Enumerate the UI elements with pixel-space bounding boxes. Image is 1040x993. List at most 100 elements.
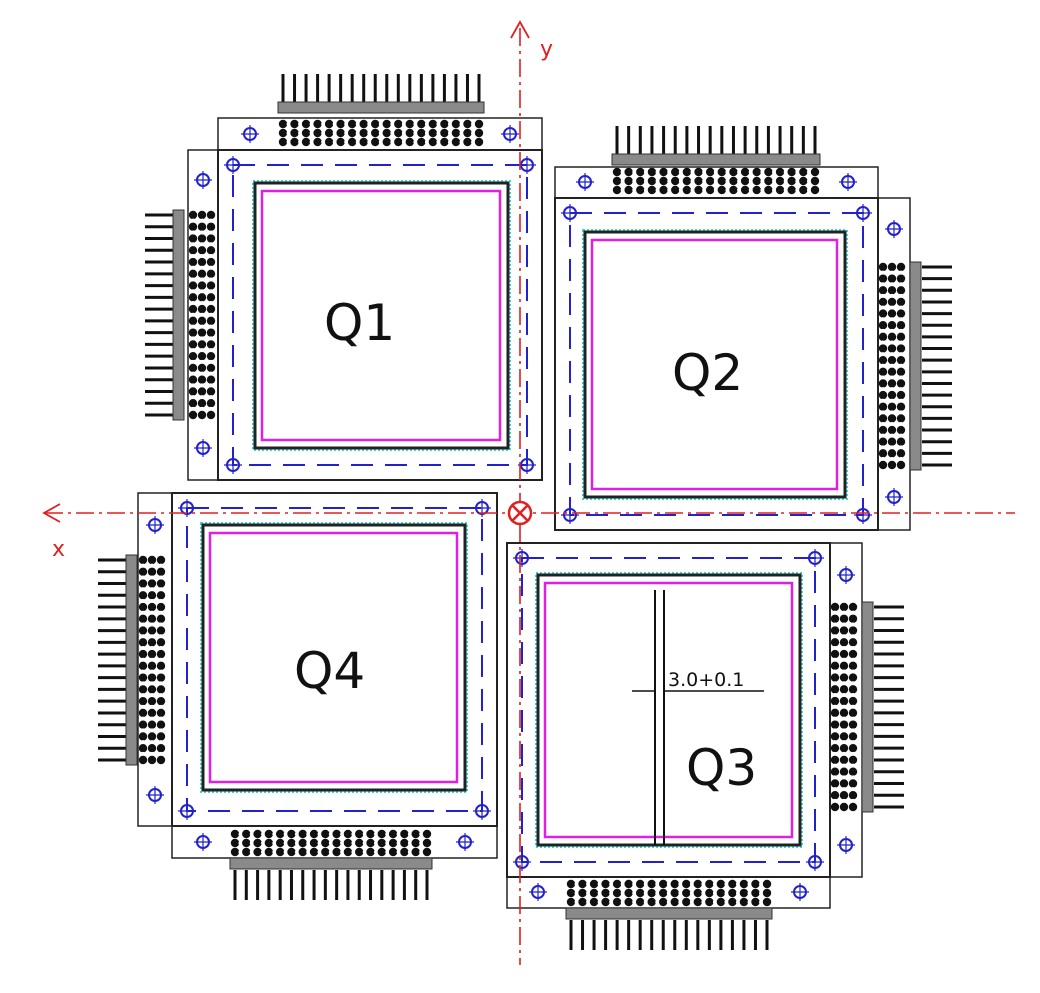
solder-dot — [841, 622, 847, 627]
solder-dot — [694, 167, 703, 177]
solder-dot — [301, 119, 311, 129]
solder-dot — [574, 890, 579, 896]
pin-header-connector — [565, 879, 773, 950]
solder-dot — [889, 433, 895, 439]
solder-dot — [199, 242, 205, 247]
solder-dot — [848, 743, 858, 753]
solder-dot — [290, 137, 299, 147]
solder-dot — [140, 716, 146, 722]
solder-dot — [643, 890, 649, 896]
solder-dot — [332, 139, 338, 145]
solder-dot — [149, 598, 155, 604]
solder-dot — [880, 445, 886, 450]
solder-dot — [751, 897, 760, 907]
solder-dot — [149, 669, 155, 674]
solder-dot — [878, 390, 888, 400]
solder-dot — [848, 708, 858, 718]
solder-dot — [324, 128, 334, 138]
solder-dot — [701, 890, 706, 896]
solder-dot — [471, 139, 476, 145]
solder-dot — [841, 681, 847, 686]
solder-dot — [848, 732, 858, 741]
solder-dot — [197, 304, 207, 314]
solder-dot — [140, 622, 146, 627]
solder-dot — [419, 831, 424, 837]
solder-dot — [436, 139, 441, 145]
solder-dot — [880, 352, 886, 357]
solder-dot — [367, 121, 372, 127]
solder-dot — [158, 563, 164, 569]
solder-dot — [740, 176, 750, 186]
solder-dot — [249, 831, 255, 837]
y-axis-arrow-icon — [510, 20, 530, 39]
solder-dot — [740, 167, 750, 177]
solder-dot — [156, 720, 166, 729]
mounting-hole-icon — [837, 566, 855, 584]
solder-dot — [199, 265, 205, 271]
solder-dot — [760, 169, 765, 175]
solder-dot — [787, 167, 796, 177]
solder-dot — [839, 732, 849, 741]
solder-dot — [624, 879, 633, 889]
solder-dot — [197, 410, 207, 420]
solder-dot — [889, 305, 895, 310]
solder-dot — [158, 669, 164, 674]
solder-dot — [839, 614, 849, 623]
solder-dot — [848, 602, 858, 612]
solder-dot — [682, 879, 691, 889]
solder-dot — [666, 899, 672, 905]
solder-dot — [670, 897, 679, 907]
solder-dot — [839, 673, 849, 682]
solder-dot — [253, 829, 262, 839]
solder-dot — [138, 673, 148, 682]
solder-dot — [313, 128, 322, 138]
solder-dot — [772, 187, 777, 193]
solder-dot — [751, 879, 760, 889]
solder-dot — [158, 657, 164, 663]
solder-dot — [737, 187, 742, 193]
solder-dot — [795, 187, 800, 193]
solder-dot — [647, 167, 657, 177]
solder-dot — [298, 139, 303, 145]
solder-dot — [841, 740, 847, 745]
solder-dot — [655, 169, 660, 175]
module-label-q3: Q3 — [686, 739, 757, 797]
solder-dot — [362, 831, 368, 837]
mounting-hole-icon — [194, 439, 212, 457]
dashed-outline — [186, 507, 483, 812]
solder-dot — [878, 402, 888, 411]
solder-dot — [848, 755, 858, 765]
solder-dot — [647, 888, 656, 898]
solder-dot — [896, 414, 906, 423]
solder-dot — [806, 187, 812, 193]
solder-dot — [830, 708, 840, 718]
solder-dot — [206, 257, 216, 267]
solder-dot — [762, 897, 772, 907]
solder-dot — [832, 610, 838, 616]
solder-dot — [632, 178, 637, 184]
solder-dot — [783, 187, 789, 193]
solder-dot — [887, 297, 897, 307]
solder-dot — [841, 693, 847, 698]
solder-dot — [848, 720, 858, 729]
solder-dot — [149, 657, 155, 663]
solder-dot — [589, 888, 599, 898]
solder-dot — [355, 130, 361, 136]
solder-dot — [405, 128, 415, 138]
solder-dot — [839, 696, 849, 706]
solder-dot — [693, 879, 703, 889]
solder-dot — [378, 121, 384, 127]
solder-dot — [336, 128, 345, 138]
solder-dot — [896, 321, 906, 330]
solder-dot — [832, 798, 838, 804]
solder-dot — [313, 137, 322, 147]
solder-dot — [896, 390, 906, 400]
solder-dot — [206, 304, 216, 314]
solder-dot — [898, 398, 904, 404]
solder-dot — [659, 888, 668, 898]
sensor-area — [208, 531, 459, 784]
solder-dot — [839, 720, 849, 729]
solder-dot — [586, 899, 591, 905]
solder-dot — [206, 269, 216, 279]
dashed-outline — [232, 164, 528, 466]
